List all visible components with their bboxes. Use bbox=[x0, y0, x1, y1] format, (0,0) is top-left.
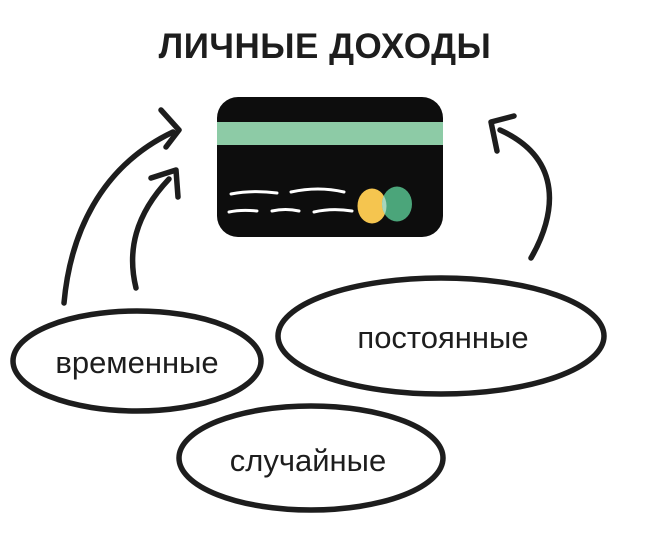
arrow-shaft bbox=[61, 129, 176, 306]
arrow-shaft bbox=[497, 127, 553, 261]
node-temporary-label: временные bbox=[55, 345, 218, 380]
arrow-shaft bbox=[129, 176, 172, 291]
node-random-ellipse bbox=[176, 403, 446, 513]
arrow-temporary-to-card bbox=[61, 107, 182, 306]
node-permanent-label: постоянные bbox=[357, 320, 528, 355]
card-magnetic-stripe bbox=[217, 122, 443, 145]
card-dash bbox=[270, 208, 301, 213]
node-permanent: постоянные bbox=[275, 275, 607, 397]
card-dash bbox=[229, 190, 279, 196]
node-random-label: случайные bbox=[230, 443, 386, 478]
card-body bbox=[217, 97, 443, 237]
card-number-dashes bbox=[227, 187, 354, 214]
node-permanent-ellipse bbox=[275, 275, 607, 397]
arrow-permanent-to-card bbox=[488, 113, 553, 261]
bank-card-illustration bbox=[217, 97, 443, 237]
node-temporary: временные bbox=[10, 308, 264, 414]
page-title: ЛИЧНЫЕ ДОХОДЫ bbox=[159, 27, 492, 66]
arrow-random-to-card bbox=[129, 167, 181, 291]
card-payment-logo bbox=[357, 186, 412, 224]
logo-yellow-circle bbox=[357, 188, 387, 224]
card-dash bbox=[289, 187, 346, 194]
card-dash bbox=[312, 208, 354, 214]
card-dash bbox=[227, 208, 259, 214]
arrowhead-icon bbox=[158, 107, 182, 150]
arrowhead-icon bbox=[148, 167, 181, 200]
node-temporary-ellipse bbox=[10, 308, 264, 414]
logo-green-circle bbox=[382, 186, 412, 222]
node-random: случайные bbox=[176, 403, 446, 513]
arrowhead-icon bbox=[488, 113, 517, 154]
